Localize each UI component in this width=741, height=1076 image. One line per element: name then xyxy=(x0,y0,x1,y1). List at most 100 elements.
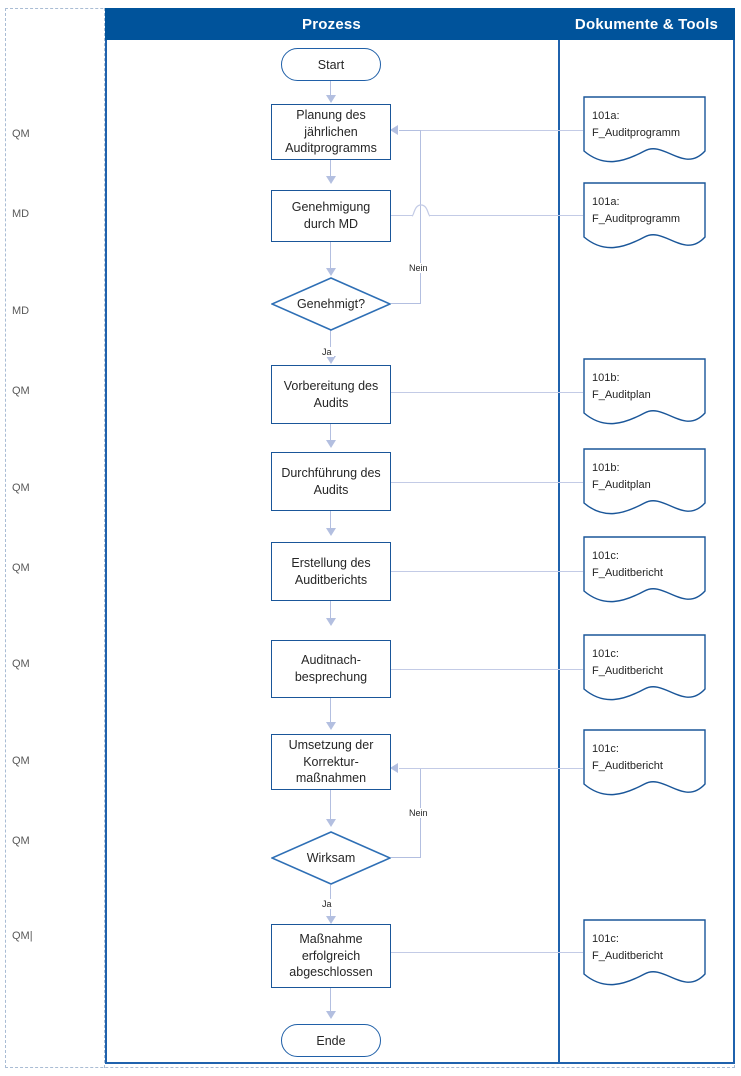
lane-label-6: QM xyxy=(12,562,30,574)
column-header-prozess: Prozess xyxy=(302,15,361,33)
document-1-code: 101a: xyxy=(592,110,620,122)
document-icon xyxy=(583,358,706,425)
document-7-name: F_Auditbericht xyxy=(592,759,663,772)
arrowhead-exec-report xyxy=(326,528,336,536)
lane-label-1: QM xyxy=(12,128,30,140)
document-3-code: 101b: xyxy=(592,372,620,384)
document-5-code: 101c: xyxy=(592,550,619,562)
document-5[interactable]: 101c: F_Auditbericht xyxy=(583,536,706,606)
node-report[interactable]: Erstellung des Auditberichts xyxy=(271,542,391,601)
connector-corr-decision2 xyxy=(330,790,331,820)
doclink-5 xyxy=(391,571,583,572)
lane-label-4: QM xyxy=(12,385,30,397)
document-icon xyxy=(583,182,706,249)
connector-nein1-horizontal-out xyxy=(391,303,421,304)
document-2[interactable]: 101a: F_Auditprogramm xyxy=(583,182,706,252)
arrowhead-report-meeting xyxy=(326,618,336,626)
arrowhead-done-end xyxy=(326,1011,336,1019)
node-decision-wirksam-label: Wirksam xyxy=(306,851,356,865)
edge-label-ja1: Ja xyxy=(320,347,334,357)
document-6-text: 101c:F_Auditbericht xyxy=(592,646,663,679)
doclink-2a xyxy=(391,215,413,216)
arrowhead-nein2 xyxy=(390,763,398,773)
document-1[interactable]: 101a:F_Auditprogramm xyxy=(583,96,706,166)
node-done[interactable]: Maßnahme erfolgreich abgeschlossen xyxy=(271,924,391,988)
arrowhead-decision1-prep xyxy=(326,356,336,364)
document-7[interactable]: 101c: F_Auditbericht xyxy=(583,729,706,799)
document-6[interactable]: 101c:F_Auditbericht xyxy=(583,634,706,704)
document-8-code: 101c: xyxy=(592,933,619,945)
role-lane-divider xyxy=(104,8,105,1068)
node-prep[interactable]: Vorbereitung des Audits xyxy=(271,365,391,424)
body-left-border xyxy=(105,40,107,1063)
document-8[interactable]: 101c:F_Auditbericht xyxy=(583,919,706,989)
document-icon xyxy=(583,634,706,701)
connector-meeting-corr xyxy=(330,698,331,723)
document-7-code: 101c: xyxy=(592,743,619,755)
column-header-dokumente: Dokumente & Tools xyxy=(574,15,719,33)
connector-nein1-vertical xyxy=(420,130,421,304)
diamond-icon xyxy=(271,277,391,331)
connector-start-plan xyxy=(330,80,331,96)
lane-label-2: MD xyxy=(12,208,30,220)
doclink-8 xyxy=(391,952,583,953)
document-2-name: F_Auditprogramm xyxy=(592,212,681,225)
document-3-name: F_Auditplan xyxy=(592,388,651,401)
document-2-code: 101a: xyxy=(592,196,620,208)
doclink-4 xyxy=(391,482,583,483)
document-4-name: F_Auditplan xyxy=(592,478,651,491)
lane-label-7: QM xyxy=(12,658,30,670)
document-3[interactable]: 101b: F_Auditplan xyxy=(583,358,706,428)
document-5-text: 101c: F_Auditbericht xyxy=(592,548,663,581)
arrowhead-prep-exec xyxy=(326,440,336,448)
connector-plan-approve xyxy=(330,160,331,177)
arrowhead-plan-approve xyxy=(326,176,336,184)
connector-exec-report xyxy=(330,511,331,529)
node-corr[interactable]: Umsetzung der Korrektur- maßnahmen xyxy=(271,734,391,790)
document-icon xyxy=(583,729,706,796)
arrowhead-corr-decision2 xyxy=(326,819,336,827)
node-approve[interactable]: Genehmigung durch MD xyxy=(271,190,391,242)
doclink-2b xyxy=(429,215,583,216)
lane-label-8: QM xyxy=(12,755,30,767)
lane-label-10: QM| xyxy=(12,930,33,942)
node-end[interactable]: Ende xyxy=(281,1024,381,1057)
doclink-6 xyxy=(391,669,583,670)
body-right-border xyxy=(733,40,735,1063)
diamond-icon xyxy=(271,831,391,885)
document-6-name: F_Auditbericht xyxy=(592,664,663,677)
arrowhead-meeting-corr xyxy=(326,722,336,730)
line-hop-1 xyxy=(411,203,431,224)
connector-nein2-horizontal-out xyxy=(391,857,421,858)
lane-label-9: QM xyxy=(12,835,30,847)
document-8-text: 101c:F_Auditbericht xyxy=(592,931,663,964)
document-4[interactable]: 101b: F_Auditplan xyxy=(583,448,706,518)
body-bottom-border xyxy=(105,1062,735,1064)
doclink-7 xyxy=(399,768,583,769)
document-1-text: 101a:F_Auditprogramm xyxy=(592,108,680,141)
doclink-3 xyxy=(391,392,583,393)
document-7-text: 101c: F_Auditbericht xyxy=(592,741,663,774)
connector-report-meeting xyxy=(330,601,331,619)
connector-done-end xyxy=(330,988,331,1012)
arrowhead-decision2-done xyxy=(326,916,336,924)
document-3-text: 101b: F_Auditplan xyxy=(592,370,651,403)
node-decision-genehmigt-label: Genehmigt? xyxy=(296,297,366,311)
document-icon xyxy=(583,919,706,986)
connector-decision1-prep xyxy=(330,330,331,357)
document-icon xyxy=(583,448,706,515)
node-start[interactable]: Start xyxy=(281,48,381,81)
node-exec[interactable]: Durchführung des Audits xyxy=(271,452,391,511)
edge-label-nein1: Nein xyxy=(407,263,430,273)
arrowhead-approve-decision1 xyxy=(326,268,336,276)
document-5-name: F_Auditbericht xyxy=(592,566,663,579)
node-decision-genehmigt[interactable]: Genehmigt? xyxy=(271,277,391,331)
node-meeting[interactable]: Auditnach- besprechung xyxy=(271,640,391,698)
node-decision-wirksam[interactable]: Wirksam xyxy=(271,831,391,885)
header-band xyxy=(105,8,735,40)
node-plan[interactable]: Planung des jährlichen Auditprogramms xyxy=(271,104,391,160)
connector-approve-decision1 xyxy=(330,241,331,269)
document-4-code: 101b: xyxy=(592,462,620,474)
column-divider xyxy=(558,40,560,1063)
